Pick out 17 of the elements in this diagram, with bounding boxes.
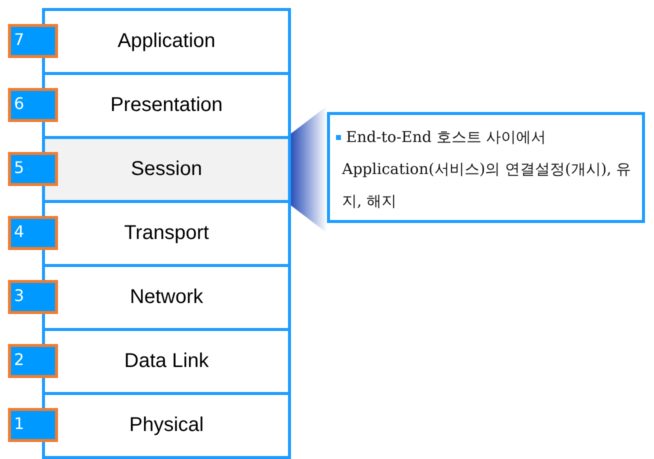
number-badge: 2 — [8, 344, 58, 378]
callout-box — [327, 112, 645, 223]
description-text: End-to-End 호스트 사이에서 Application(서비스)의 연결설정(개시), 유지, 해지 — [342, 127, 632, 212]
number-badge: 7 — [8, 24, 58, 58]
layer-box: Application — [42, 8, 291, 75]
number-badge: 5 — [8, 152, 58, 186]
number-badge: 6 — [8, 88, 58, 122]
layer-box: Session — [42, 136, 291, 203]
layer-box: Presentation — [42, 72, 291, 139]
callout-wedge — [291, 106, 327, 233]
layer-box: Network — [42, 264, 291, 331]
number-badge: 4 — [8, 216, 58, 250]
number-badge: 1 — [8, 408, 58, 442]
layer-box: Physical — [42, 392, 291, 459]
layer-box: Data Link — [42, 328, 291, 395]
layer-box: Transport — [42, 200, 291, 267]
number-badge: 3 — [8, 280, 58, 314]
